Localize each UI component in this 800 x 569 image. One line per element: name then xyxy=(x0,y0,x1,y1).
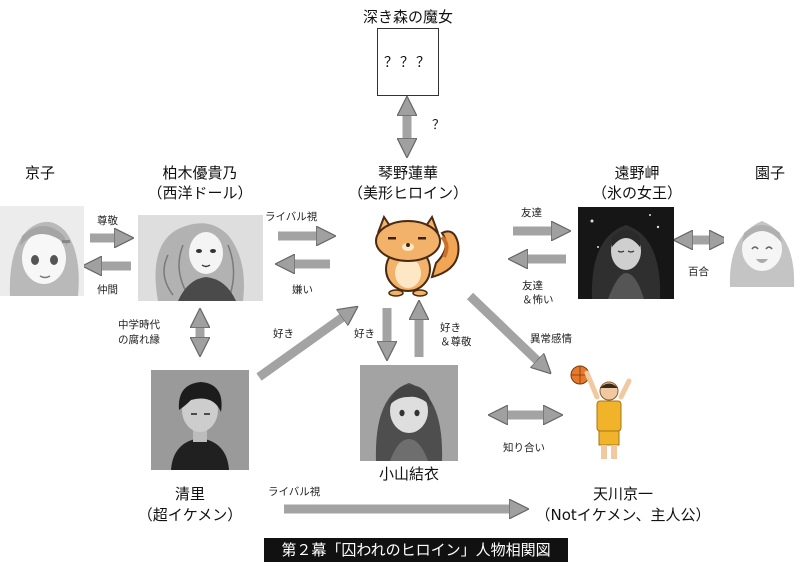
rel-kiyosato-kotono: 好き xyxy=(273,328,294,340)
arrow-kotono-amakawa xyxy=(466,292,544,367)
amakawa-name: 天川京一 xyxy=(592,485,653,503)
kotono-name: 琴野蓮華 xyxy=(377,164,438,182)
witch-name: 深き森の魔女 xyxy=(362,8,453,26)
kashiwagi-portrait xyxy=(138,215,263,301)
kyoko-portrait xyxy=(0,206,84,296)
koyama-name: 小山結衣 xyxy=(378,465,439,483)
sketch-girl-icon xyxy=(138,215,263,301)
tono-sub: （氷の女王） xyxy=(591,184,682,202)
kiyosato-name: 清里 xyxy=(174,485,205,503)
tono-name: 遠野岬 xyxy=(614,164,660,182)
dark-hair-girl-icon xyxy=(578,207,674,299)
rel-kiyosato-amakawa: ライバル視 xyxy=(268,486,321,498)
kyoko-name: 京子 xyxy=(24,164,55,182)
rel-kyoko-kashiwagi: 尊敬 xyxy=(97,215,118,227)
rel-tono-sonoko: 百合 xyxy=(688,266,709,278)
smiling-girl-icon xyxy=(729,221,795,287)
tono-portrait xyxy=(578,207,674,299)
rel-koyama-kotono-1: 好き xyxy=(440,322,461,334)
rel-kotono-tono: 友達 xyxy=(521,207,542,219)
kiyosato-portrait xyxy=(151,370,249,470)
rel-kashiwagi-kyoko: 仲間 xyxy=(97,284,118,296)
rel-kotono-amakawa: 異常感情 xyxy=(530,333,572,345)
rel-kashiwagi-kiyosato-1: 中学時代 xyxy=(118,319,160,331)
amakawa-sub: （Notイケメン、主人公） xyxy=(535,506,711,524)
kashiwagi-sub: （西洋ドール） xyxy=(147,184,253,202)
rel-koyama-amakawa: 知り合い xyxy=(503,442,545,454)
kotono-sub: （美形ヒロイン） xyxy=(347,184,468,202)
rel-kotono-koyama: 好き xyxy=(354,328,375,340)
rel-kashiwagi-kotono: ライバル視 xyxy=(265,211,318,223)
sonoko-name: 園子 xyxy=(754,164,785,182)
basketball-player-icon xyxy=(570,365,632,459)
kashiwagi-name: 柏木優貴乃 xyxy=(162,164,238,182)
rel-kashiwagi-kiyosato-2: の腐れ縁 xyxy=(118,334,160,346)
anime-girl-icon xyxy=(0,206,84,296)
witch-placeholder-box: ？？？ xyxy=(377,28,439,96)
rel-koyama-kotono-2: ＆尊敬 xyxy=(440,336,472,348)
rel-tono-kotono-1: 友達 xyxy=(522,280,543,292)
sonoko-portrait xyxy=(724,205,800,287)
short-hair-girl-icon xyxy=(360,365,458,461)
amakawa-portrait xyxy=(563,357,643,465)
kotono-portrait xyxy=(362,207,466,297)
dark-hair-boy-icon xyxy=(151,370,249,470)
arrow-kiyosato-kotono xyxy=(256,312,350,381)
koyama-portrait xyxy=(360,365,458,461)
rel-tono-kotono-2: ＆怖い xyxy=(522,294,554,306)
kiyosato-sub: （超イケメン） xyxy=(137,506,243,524)
rel-kotono-kashiwagi: 嫌い xyxy=(292,284,313,296)
rel-witch-kotono: ？ xyxy=(432,118,446,133)
witch-placeholder: ？？？ xyxy=(384,55,432,71)
squirrel-icon xyxy=(375,214,460,297)
diagram-caption: 第２幕「囚われのヒロイン」人物相関図 xyxy=(264,538,568,562)
